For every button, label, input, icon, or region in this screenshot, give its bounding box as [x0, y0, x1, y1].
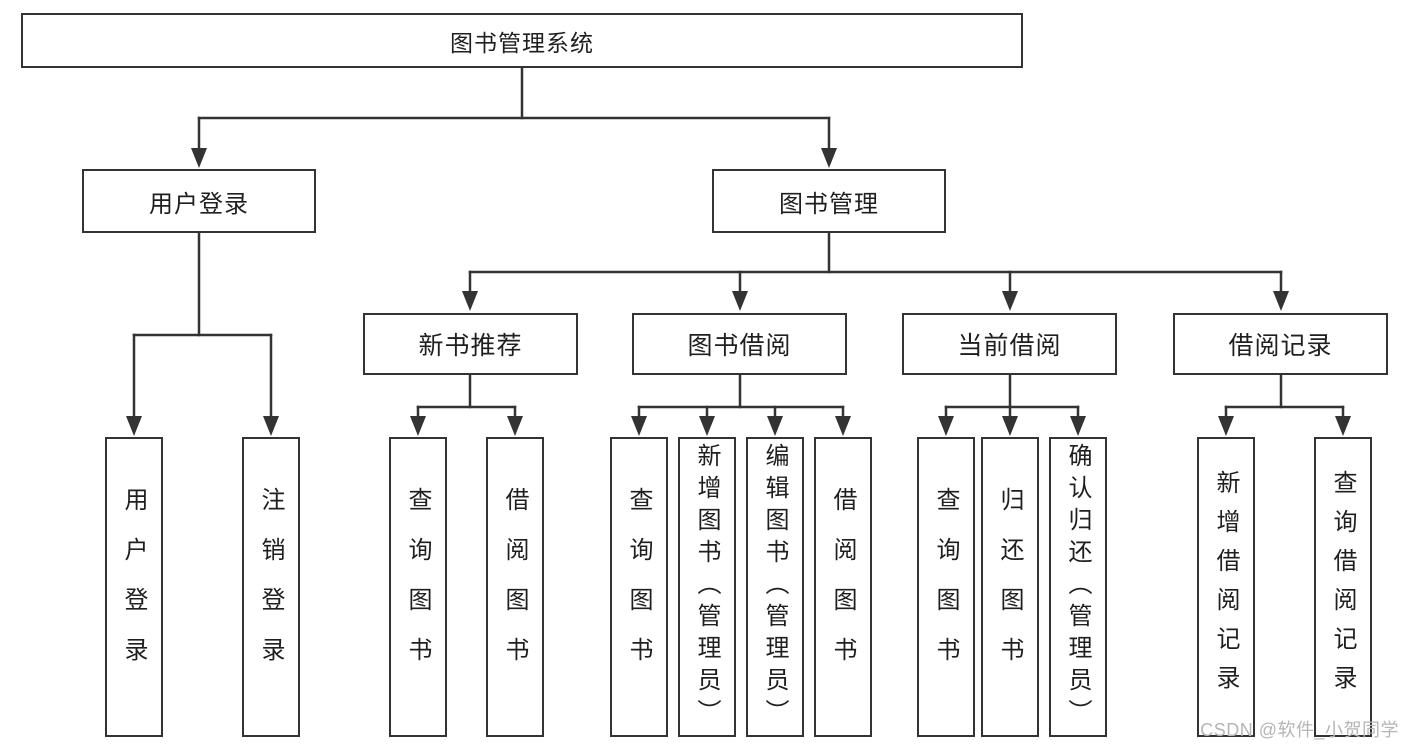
node-label: 图书管理系统	[450, 29, 594, 56]
leaf-edit-books-admin: 编辑图书（管理员）	[746, 437, 804, 737]
leaf-query-books: 查询图书	[389, 437, 447, 737]
node-label: 借阅记录	[1228, 332, 1333, 360]
node-label: 图书借阅	[687, 332, 792, 360]
leaf-query-books: 查询图书	[610, 437, 668, 737]
node-label: 用户登录	[149, 190, 249, 218]
node-user-login: 用户登录	[82, 169, 316, 233]
leaf-return-books: 归还图书	[981, 437, 1039, 737]
leaf-logout-login: 注销登录	[242, 437, 300, 737]
leaf-borrow-books: 借阅图书	[814, 437, 872, 737]
node-book-management: 图书管理	[712, 169, 946, 233]
node-label: 当前借阅	[957, 332, 1062, 360]
node-book-borrow: 图书借阅	[632, 313, 847, 375]
node-current-borrow: 当前借阅	[902, 313, 1117, 375]
leaf-user-login: 用户登录	[105, 437, 163, 737]
csdn-watermark: CSDN @软件_小贺同学	[1200, 720, 1399, 740]
leaf-confirm-return-admin: 确认归还（管理员）	[1049, 437, 1107, 737]
leaf-query-borrow-record: 查询借阅记录	[1314, 437, 1372, 737]
leaf-add-borrow-record: 新增借阅记录	[1197, 437, 1255, 737]
node-borrow-records: 借阅记录	[1173, 313, 1388, 375]
leaf-borrow-books: 借阅图书	[486, 437, 544, 737]
leaf-add-books-admin: 新增图书（管理员）	[678, 437, 736, 737]
node-label: 新书推荐	[418, 332, 523, 360]
node-label: 图书管理	[779, 190, 879, 218]
node-new-book-recommend: 新书推荐	[363, 313, 578, 375]
leaf-query-books: 查询图书	[917, 437, 975, 737]
node-library-management-system: 图书管理系统	[21, 13, 1023, 68]
